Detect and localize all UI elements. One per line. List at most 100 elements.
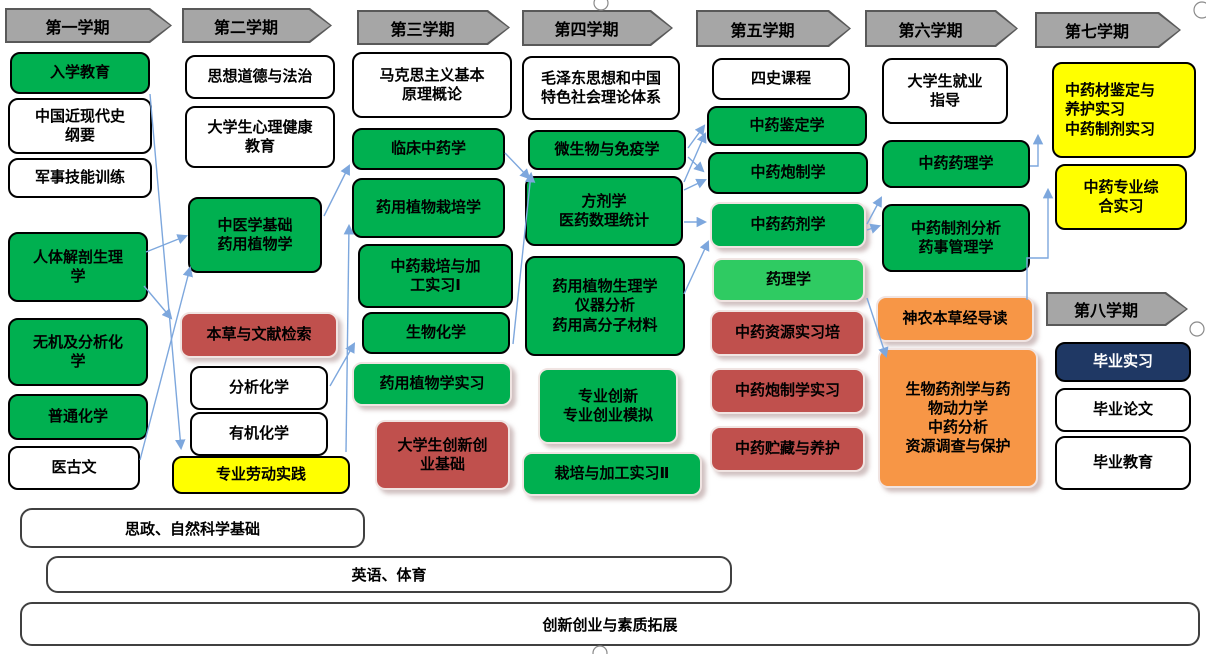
course-box-xinlijiankang: 大学生心理健康教育 — [185, 106, 335, 168]
course-box-yaojixue: 中药药剂学 — [710, 202, 866, 248]
course-box-shennongbencao: 神农本草经导读 — [876, 296, 1034, 342]
category-bar-3: 创新创业与素质拓展 — [20, 602, 1200, 646]
connector-handle-circle — [1193, 1, 1206, 19]
course-box-label-line: 药用高分子材料 — [552, 315, 658, 334]
course-box-label-line: 中药材鉴定与 — [1065, 81, 1156, 100]
course-box-label-line: 中药药剂学 — [750, 215, 826, 234]
course-box-zaipeishixi2: 栽培与加工实习Ⅱ — [522, 452, 702, 496]
course-box-label-line: 军事技能训练 — [34, 168, 125, 187]
course-box-shengwuyaojixue: 生物药剂学与药物动力学中药分析资源调查与保护 — [878, 348, 1038, 488]
course-box-label-line: 药事管理学 — [918, 238, 994, 256]
course-box-biyejiaoyu: 毕业教育 — [1055, 436, 1191, 490]
course-box-label-line: 指导 — [929, 91, 960, 109]
course-box-label-line: 中药资源实习培 — [734, 323, 840, 342]
course-box-linchuangzhongyao: 临床中药学 — [352, 128, 505, 170]
course-box-label-line: 纲要 — [64, 126, 95, 144]
course-box-label-line: 普通化学 — [47, 407, 108, 426]
banner-arrow-fill — [524, 12, 671, 44]
course-box-chuangxinjichu: 大学生创新创业基础 — [375, 420, 510, 490]
course-box-label-line: 药用植物生理学 — [552, 277, 658, 296]
course-box-label-line: 中药炮制学实习 — [734, 381, 840, 400]
course-box-junshi: 军事技能训练 — [8, 158, 152, 198]
course-box-label-line: 生物药剂学与药 — [905, 379, 1011, 398]
course-box-label-line: 中药药理学 — [918, 154, 994, 173]
course-box-label-line: 大学生创新创 — [397, 435, 488, 454]
prerequisite-arrow-15 — [683, 240, 710, 295]
course-box-label-line: 药用植物学实习 — [379, 374, 485, 393]
course-box-zhongyaoyaoli: 中药药理学 — [882, 140, 1030, 188]
course-box-zhijifenxi: 中药制剂分析药事管理学 — [882, 204, 1030, 272]
banner-arrow-fill — [698, 12, 849, 45]
connector-handle-circle — [593, 0, 609, 11]
course-box-label-line: 中药制剂分析 — [910, 218, 1001, 237]
semester-banner-label: 第六学期 — [898, 20, 963, 40]
course-box-label-line: 微生物与免疫学 — [554, 140, 660, 159]
semester-banner-1: 第一学期 — [5, 8, 172, 43]
course-box-label-line: 毕业论文 — [1092, 400, 1153, 419]
course-box-label-line: 专业创业模拟 — [562, 406, 653, 424]
prerequisite-arrow-10 — [687, 124, 706, 149]
course-box-makesi: 马克思主义基本原理概论 — [352, 52, 512, 118]
course-box-ruxuejiaoyu: 入学教育 — [10, 52, 150, 94]
course-box-label-line: 栽培与加工实习Ⅱ — [554, 464, 670, 483]
course-box-label-line: 特色社会理论体系 — [540, 88, 661, 106]
semester-banner-label: 第七学期 — [1064, 22, 1129, 41]
connector-handle-circle — [1189, 321, 1205, 337]
course-box-jiuyezhidao: 大学生就业指导 — [882, 58, 1008, 124]
course-box-label-line: 中药栽培与加 — [390, 256, 481, 275]
course-box-paozhixue: 中药炮制学 — [708, 152, 868, 194]
prerequisite-arrow-11 — [683, 132, 707, 183]
course-box-zhongyixue: 中医学基础药用植物学 — [188, 197, 322, 273]
course-box-label-line: 药理学 — [765, 270, 811, 289]
course-box-label-line: 无机及分析化 — [32, 332, 123, 351]
course-box-label-line: 有机化学 — [228, 424, 289, 443]
banner-arrow-fill — [184, 10, 330, 41]
semester-banner-4: 第四学期 — [522, 10, 673, 46]
course-box-label-line: 分析化学 — [228, 378, 289, 397]
category-bar-label: 创新创业与素质拓展 — [542, 615, 678, 634]
course-box-biyelunwen: 毕业论文 — [1055, 388, 1191, 432]
course-box-label-line: 药用植物栽培学 — [375, 198, 481, 217]
course-box-label-line: 生物化学 — [405, 323, 466, 342]
prerequisite-arrow-3 — [143, 285, 173, 320]
course-box-label-line: 思想道德与法治 — [207, 67, 313, 86]
course-box-label-line: 物动力学 — [927, 398, 988, 417]
course-box-label-line: 仪器分析 — [574, 296, 635, 315]
course-box-label-line: 本草与文献检索 — [206, 325, 312, 344]
course-box-zhuanyechuangxin: 专业创新专业创业模拟 — [538, 368, 678, 444]
course-box-sishikecheng: 四史课程 — [712, 58, 850, 100]
semester-banner-6: 第六学期 — [865, 10, 1018, 47]
course-box-yiguwen: 医古文 — [8, 446, 140, 490]
category-bar-2: 英语、体育 — [46, 556, 732, 593]
prerequisite-arrow-8 — [504, 152, 531, 180]
course-box-label-line: 中医学基础 — [217, 215, 293, 234]
course-box-fangjixue: 方剂学医药数理统计 — [525, 176, 683, 246]
semester-banner-2: 第二学期 — [182, 8, 332, 43]
semester-banner-label: 第八学期 — [1073, 301, 1138, 320]
course-box-label-line: 专业劳动实践 — [215, 465, 306, 484]
course-box-zonghershixi: 中药专业综合实习 — [1055, 164, 1187, 230]
prerequisite-arrow-6 — [343, 223, 355, 453]
course-box-label-line: 资源调查与保护 — [905, 437, 1011, 456]
banner-arrow-fill — [359, 12, 508, 43]
category-bar-1: 思政、自然科学基础 — [20, 508, 365, 548]
course-box-label-line: 人体解剖生理 — [32, 247, 123, 266]
course-box-label-line: 神农本草经导读 — [902, 309, 1008, 328]
course-box-label-line: 方剂学 — [581, 191, 627, 210]
semester-banner-7: 第七学期 — [1035, 12, 1181, 48]
banner-arrow-fill — [867, 12, 1016, 45]
course-box-bencao: 本草与文献检索 — [180, 312, 338, 358]
course-box-weishengwu: 微生物与免疫学 — [528, 130, 686, 170]
course-box-zaipeishixi1: 中药栽培与加工实习Ⅰ — [358, 244, 513, 308]
semester-banner-3: 第三学期 — [357, 10, 510, 45]
course-box-label-line: 大学生就业 — [907, 71, 983, 90]
course-box-label-line: 中药分析 — [927, 418, 988, 436]
course-box-fenxihuaxue: 分析化学 — [190, 366, 328, 410]
course-box-label-line: 大学生心理健康 — [207, 117, 313, 136]
course-box-label-line: 入学教育 — [49, 63, 110, 82]
semester-banner-8: 第八学期 — [1046, 292, 1188, 326]
course-box-label-line: 医古文 — [51, 458, 97, 477]
course-box-label-line: 中药专业综 — [1083, 177, 1159, 196]
course-box-label-line: 毕业实习 — [1092, 352, 1153, 371]
course-box-laodongshijian: 专业劳动实践 — [172, 456, 350, 494]
